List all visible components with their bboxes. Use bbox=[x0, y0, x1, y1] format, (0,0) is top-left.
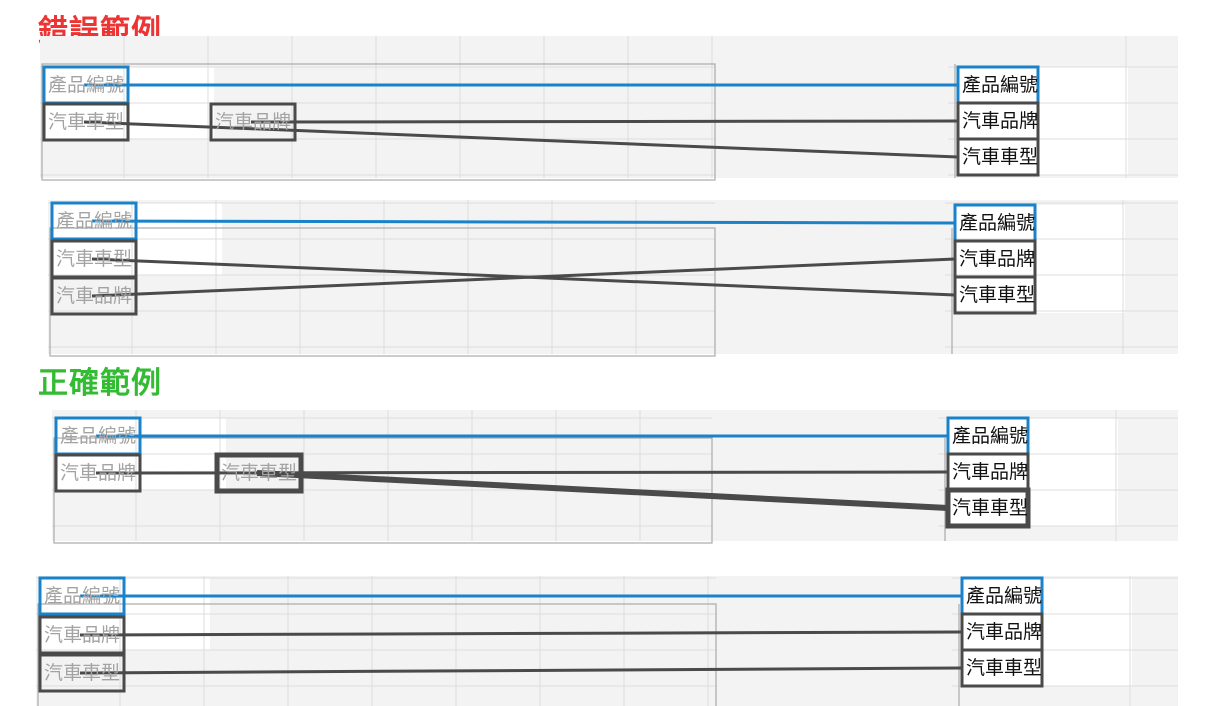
target-field: 汽車品牌 bbox=[952, 461, 1029, 483]
source-field: 汽車品牌 bbox=[56, 285, 133, 307]
source-field: 汽車品牌 bbox=[44, 624, 121, 646]
source-cell-highlight bbox=[42, 102, 130, 142]
target-field: 產品編號 bbox=[962, 74, 1039, 96]
target-field: 產品編號 bbox=[959, 212, 1036, 234]
field-link-line bbox=[79, 666, 963, 675]
field-link-line bbox=[83, 120, 959, 159]
source-field: 汽車車型 bbox=[48, 111, 125, 133]
field-link-line bbox=[250, 119, 959, 124]
field-link-line bbox=[95, 470, 949, 475]
source-field: 產品編號 bbox=[48, 74, 125, 96]
source-field: 汽車品牌 bbox=[60, 462, 137, 484]
source-field: 汽車品牌 bbox=[215, 111, 292, 133]
target-field: 汽車品牌 bbox=[959, 248, 1036, 270]
target-cell-highlight bbox=[953, 239, 1037, 279]
target-field: 汽車車型 bbox=[959, 284, 1036, 306]
target-cell-highlight bbox=[960, 648, 1044, 688]
source-field: 產品編號 bbox=[44, 585, 121, 607]
source-field: 汽車車型 bbox=[44, 662, 121, 684]
source-cell-highlight bbox=[54, 453, 142, 493]
source-cell-highlight bbox=[209, 102, 297, 142]
source-cell-highlight bbox=[50, 201, 138, 241]
target-field: 汽車車型 bbox=[962, 146, 1039, 168]
target-field: 汽車車型 bbox=[952, 497, 1029, 519]
source-cell-highlight bbox=[50, 276, 138, 316]
field-link-line bbox=[256, 470, 949, 511]
target-cell-highlight bbox=[956, 137, 1040, 177]
source-field: 汽車車型 bbox=[221, 462, 298, 484]
source-table-frame bbox=[37, 603, 717, 706]
target-field: 汽車品牌 bbox=[966, 621, 1043, 643]
field-link-line bbox=[91, 257, 956, 298]
target-field: 汽車車型 bbox=[966, 657, 1043, 679]
source-cell-highlight bbox=[214, 452, 304, 494]
field-link-line bbox=[79, 630, 963, 637]
target-cell-highlight bbox=[945, 487, 1031, 529]
source-field: 產品編號 bbox=[56, 210, 133, 232]
target-field: 產品編號 bbox=[966, 585, 1043, 607]
key-link-line bbox=[91, 219, 956, 225]
target-cells-background bbox=[958, 67, 1128, 175]
target-cells-background bbox=[955, 205, 1125, 313]
source-field: 汽車車型 bbox=[56, 248, 133, 270]
source-table-frame bbox=[53, 437, 713, 544]
target-field: 汽車品牌 bbox=[962, 110, 1039, 132]
source-cell-highlight bbox=[38, 653, 126, 693]
source-cell-highlight bbox=[38, 615, 126, 655]
target-cells-background bbox=[948, 418, 1118, 526]
correct-example-heading: 正確範例 bbox=[38, 366, 162, 401]
source-table-frame bbox=[49, 227, 716, 357]
target-cells-background bbox=[962, 578, 1132, 686]
target-field: 產品編號 bbox=[952, 425, 1029, 447]
source-cell-highlight bbox=[38, 576, 126, 616]
source-field: 產品編號 bbox=[60, 425, 137, 447]
